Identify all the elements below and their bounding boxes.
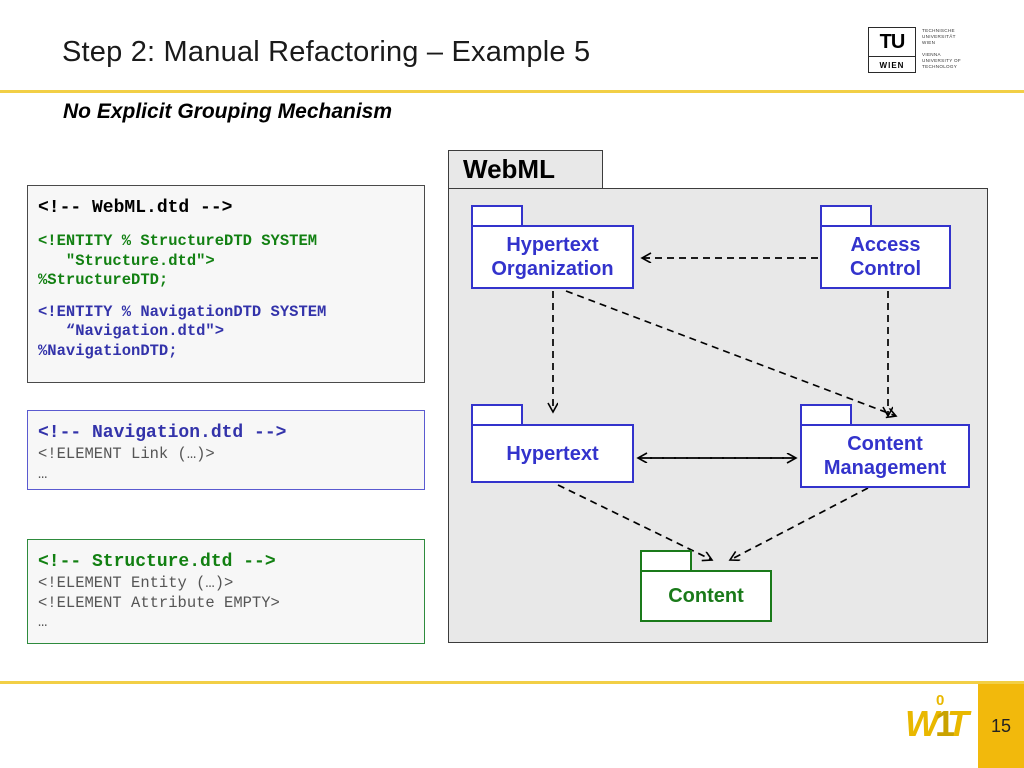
tu-logo-mark-top: TU xyxy=(879,31,906,53)
code-line: <!-- Structure.dtd --> xyxy=(38,552,276,572)
tu-logo-line-2: Universität xyxy=(922,34,956,40)
tu-wien-logo: TU WIEN Technische Universität Wien Vien… xyxy=(868,26,980,76)
code-line: <!ELEMENT Entity (…)> xyxy=(38,574,234,592)
code-line: … xyxy=(38,464,48,483)
code-line: "Structure.dtd"> xyxy=(38,251,215,270)
wit-logo-t: T xyxy=(947,703,969,744)
package-body: Hypertext Organization xyxy=(471,225,634,289)
package-tab xyxy=(800,404,852,424)
tu-logo-line-5: University of xyxy=(922,57,962,63)
package-access-control[interactable]: Access Control xyxy=(820,205,951,289)
tu-logo-line-6: Technology xyxy=(922,64,958,70)
code-block-structure-dtd: <!-- Structure.dtd --> <!ELEMENT Entity (… xyxy=(27,539,425,644)
tu-logo-line-1: Technische xyxy=(922,28,955,33)
package-tab xyxy=(820,205,872,225)
code-line: <!-- Navigation.dtd --> xyxy=(38,423,287,443)
page-title: Step 2: Manual Refactoring – Example 5 xyxy=(62,36,591,68)
package-label-line1: Content xyxy=(847,433,923,455)
code-line: <!ENTITY % StructureDTD SYSTEM xyxy=(38,232,318,250)
package-body: Content xyxy=(640,570,772,622)
tu-logo-line-4: Vienna xyxy=(922,51,941,57)
wit-logo: W 0 1 T xyxy=(905,692,973,744)
wit-logo-o: 0 xyxy=(936,692,945,709)
code-line: “Navigation.dtd"> xyxy=(38,322,225,340)
code-line: %StructureDTD; xyxy=(38,271,169,289)
webml-package-tab: WebML xyxy=(448,150,603,188)
code-line: <!ENTITY % NavigationDTD SYSTEM xyxy=(38,302,327,321)
tu-logo-divider xyxy=(869,56,915,57)
code-block-navigation-dtd: <!-- Navigation.dtd --> <!ELEMENT Link (…… xyxy=(27,410,425,490)
package-label-line2: Control xyxy=(849,258,922,280)
tu-logo-mark: TU WIEN xyxy=(868,27,916,73)
tu-logo-wordmark: Technische Universität Wien Vienna Unive… xyxy=(922,28,980,70)
package-body: Content Management xyxy=(800,424,970,488)
package-label-line1: Access xyxy=(850,234,921,256)
tu-logo-mark-bottom: WIEN xyxy=(879,60,905,70)
package-hypertext-organization[interactable]: Hypertext Organization xyxy=(471,205,634,289)
package-label-line2: Management xyxy=(823,457,947,479)
code-line: … xyxy=(38,613,48,631)
package-body: Hypertext xyxy=(471,424,634,483)
package-tab xyxy=(471,404,523,424)
code-line: %NavigationDTD; xyxy=(38,341,178,360)
package-label-line1: Hypertext xyxy=(506,442,599,465)
code-line: <!-- WebML.dtd --> xyxy=(38,198,233,218)
package-label-line1: Content xyxy=(668,585,744,607)
tu-logo-line-3: Wien xyxy=(922,40,936,46)
page-number-badge: 15 xyxy=(978,684,1024,768)
package-label-line1: Hypertext xyxy=(506,234,599,256)
code-line: <!ELEMENT Link (…)> xyxy=(38,445,215,463)
package-body: Access Control xyxy=(820,225,951,289)
header-divider xyxy=(0,90,1024,93)
package-content-management[interactable]: Content Management xyxy=(800,404,970,488)
package-label-line2: Organization xyxy=(491,258,614,280)
package-tab xyxy=(640,550,692,570)
page-subtitle: No Explicit Grouping Mechanism xyxy=(63,100,393,123)
wit-logo-i: 1 xyxy=(935,703,956,744)
package-content[interactable]: Content xyxy=(640,550,772,622)
wit-logo-w: W xyxy=(905,703,939,744)
code-line: <!ELEMENT Attribute EMPTY> xyxy=(38,593,280,612)
package-hypertext[interactable]: Hypertext xyxy=(471,404,634,483)
code-block-webml-dtd: <!-- WebML.dtd --> <!ENTITY % StructureDT… xyxy=(27,185,425,383)
footer-divider xyxy=(0,681,1024,684)
package-tab xyxy=(471,205,523,225)
